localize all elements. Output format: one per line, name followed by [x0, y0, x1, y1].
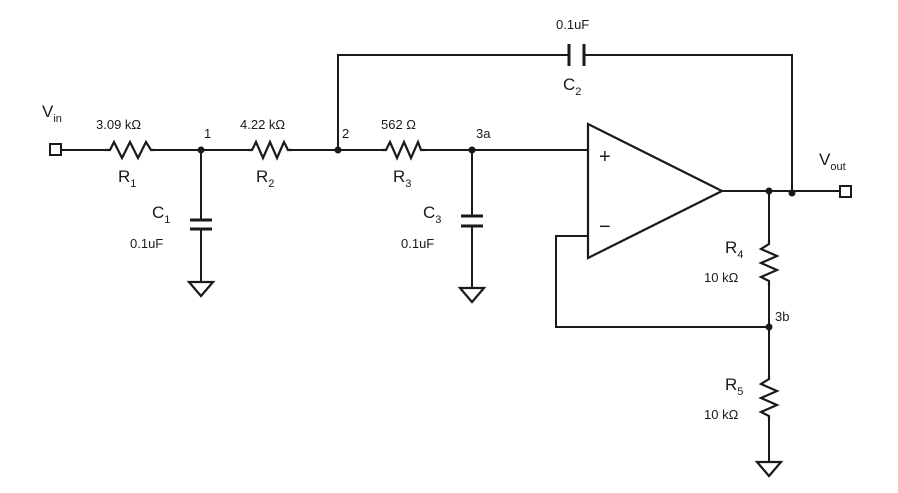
r5-resistor-symbol: [758, 375, 780, 420]
r1-value: 3.09 kΩ: [96, 117, 141, 132]
node-2-dot: [334, 146, 342, 154]
c2-name: C2: [563, 75, 581, 98]
vin-label: Vin: [42, 102, 62, 125]
r1-name: R1: [118, 167, 136, 190]
r4-name: R4: [725, 238, 743, 261]
vout-label: Vout: [819, 150, 846, 173]
input-terminal: [49, 143, 62, 156]
ground-c3-icon: [457, 286, 487, 304]
c2-capacitor-symbol: [567, 44, 586, 66]
node-3b-label: 3b: [775, 309, 789, 324]
r2-name: R2: [256, 167, 274, 190]
vout-junction-dot: [788, 189, 796, 197]
c3-capacitor-symbol: [461, 214, 483, 228]
node-3a-dot: [468, 146, 476, 154]
c2-value: 0.1uF: [556, 17, 589, 32]
node-3a-label: 3a: [476, 126, 491, 141]
r4-value: 10 kΩ: [704, 270, 739, 285]
wires: [60, 54, 841, 463]
node-1-label: 1: [204, 126, 211, 141]
r1-resistor-symbol: [105, 139, 155, 161]
r3-resistor-symbol: [382, 139, 425, 161]
node-3b-dot: [765, 323, 773, 331]
r5-value: 10 kΩ: [704, 407, 739, 422]
node-1-dot: [197, 146, 205, 154]
opamp-triangle: [586, 122, 725, 260]
r2-value: 4.22 kΩ: [240, 117, 285, 132]
r5-name: R5: [725, 375, 743, 398]
output-junction-dot: [765, 187, 773, 195]
c1-value: 0.1uF: [130, 236, 163, 251]
ground-c1-icon: [186, 280, 216, 298]
opamp-plus-sign: +: [599, 146, 611, 168]
ground-r5-icon: [754, 460, 784, 478]
opamp-minus-sign: −: [599, 216, 611, 238]
r3-value: 562 Ω: [381, 117, 416, 132]
c3-name: C3: [423, 203, 441, 226]
c3-value: 0.1uF: [401, 236, 434, 251]
c1-name: C1: [152, 203, 170, 226]
r2-resistor-symbol: [248, 139, 292, 161]
output-terminal: [839, 185, 852, 198]
c1-capacitor-symbol: [190, 218, 212, 231]
r3-name: R3: [393, 167, 411, 190]
node-2-label: 2: [342, 126, 349, 141]
r4-resistor-symbol: [758, 240, 780, 285]
